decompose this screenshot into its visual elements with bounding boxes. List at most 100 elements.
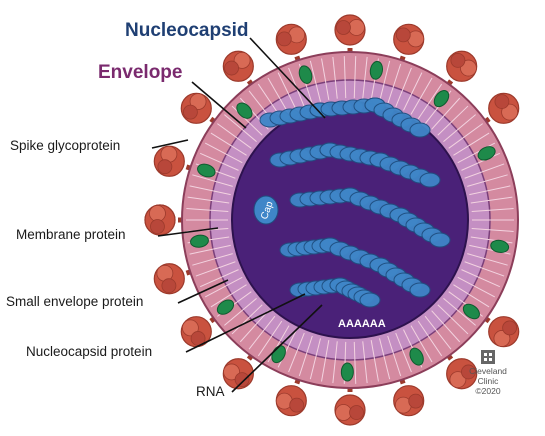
- virus-body: Cap AAAAAA: [181, 51, 519, 389]
- envelope-tick: [248, 315, 276, 350]
- envelope-tick: [410, 325, 433, 363]
- cap-marker: [253, 195, 279, 225]
- membrane-proteins: [190, 60, 510, 382]
- leader-membrane: [157, 227, 219, 237]
- membrane-protein: [298, 65, 313, 84]
- membrane-protein: [477, 146, 496, 161]
- spike-glycoprotein: [153, 145, 185, 177]
- spike-glycoprotein-layer: [144, 14, 520, 426]
- spike-lobe: [395, 27, 411, 43]
- envelope-tick: [362, 341, 368, 384]
- spike-glycoprotein: [446, 358, 478, 390]
- envelope-tick: [192, 253, 233, 266]
- spike-glycoprotein: [153, 263, 185, 295]
- membrane-protein: [409, 347, 424, 366]
- envelope-tick: [470, 196, 513, 204]
- envelope-tick: [379, 338, 391, 380]
- envelope-tick: [298, 335, 313, 377]
- envelope-texture: [186, 56, 514, 384]
- spike-glycoprotein-label: Spike glycoprotein: [10, 138, 121, 153]
- leader-lines: [151, 37, 326, 393]
- nucleocapsid-protein-coil: [419, 172, 441, 188]
- envelope-tick: [379, 60, 391, 102]
- envelope-tick: [410, 77, 433, 115]
- envelope-tick: [343, 56, 347, 99]
- envelope-tick: [471, 208, 514, 212]
- envelope-tick: [370, 340, 379, 382]
- envelope-tick: [431, 310, 461, 343]
- envelope-tick: [189, 185, 231, 196]
- spike-glycoprotein: [393, 385, 425, 417]
- spike-lobe: [181, 319, 199, 337]
- envelope-title: Envelope: [98, 62, 183, 83]
- envelope-tick: [443, 298, 476, 326]
- spike-lobe: [335, 404, 352, 421]
- nucleocapsid-protein-coil: [409, 282, 431, 298]
- spike-lobe: [234, 372, 250, 388]
- membrane-protein: [340, 362, 354, 382]
- spike-lobe: [149, 205, 166, 222]
- leader-nucleocapsid-protein: [185, 293, 306, 353]
- spike-lobe: [450, 52, 466, 68]
- envelope-tick: [186, 208, 229, 212]
- nucleocapsid-protein-coil: [409, 122, 431, 138]
- spike-glycoprotein: [180, 316, 212, 348]
- leader-spike: [151, 139, 189, 149]
- envelope-tick: [395, 67, 412, 108]
- envelope-tick: [395, 332, 412, 373]
- envelope-tick: [403, 72, 423, 111]
- envelope-tick: [362, 56, 368, 99]
- spike-lobe: [408, 393, 424, 409]
- envelope-tick: [332, 341, 338, 384]
- spike-glycoprotein: [275, 385, 307, 417]
- envelope-tick: [464, 163, 505, 179]
- leader-envelope: [191, 81, 247, 129]
- leader-nucleocapsid: [249, 37, 326, 119]
- envelope-tick: [199, 269, 239, 288]
- credit-line-1: Cleveland: [469, 366, 507, 376]
- envelope-tick: [453, 132, 490, 156]
- envelope-tick: [204, 142, 243, 164]
- membrane-protein-label: Membrane protein: [16, 227, 126, 242]
- membrane-protein: [190, 234, 209, 248]
- nucleocapsid-protein-coil: [429, 232, 451, 248]
- spike-glycoprotein: [275, 23, 307, 55]
- spike-lobe: [501, 103, 519, 121]
- envelope-tick: [189, 244, 231, 255]
- envelope-tick: [239, 310, 269, 343]
- envelope-tick: [424, 315, 452, 350]
- spike-glycoprotein: [446, 50, 478, 82]
- spike-glycoprotein: [393, 23, 425, 55]
- spike-glycoprotein: [144, 204, 176, 236]
- envelope-tick: [210, 284, 247, 308]
- membrane-protein: [236, 102, 253, 119]
- spike-lobe: [502, 320, 518, 336]
- rna-label: RNA: [196, 384, 225, 399]
- spike-lobe: [460, 59, 477, 77]
- envelope-tick: [204, 276, 243, 298]
- envelope-tick: [471, 228, 514, 232]
- spike-lobe: [150, 219, 165, 234]
- spike-lobe: [161, 278, 177, 294]
- envelope-tick: [464, 261, 505, 277]
- spike-lobe: [494, 94, 510, 109]
- envelope-tick: [443, 114, 476, 142]
- envelope-tick: [224, 114, 257, 142]
- envelope-tick: [199, 152, 239, 171]
- credit-line-2: Clinic: [477, 376, 499, 386]
- credit-year: ©2020: [475, 386, 501, 396]
- envelope-tick: [217, 123, 252, 149]
- envelope-tick: [224, 298, 257, 326]
- envelope-tick: [387, 63, 402, 105]
- small-envelope-protein-label: Small envelope protein: [6, 294, 144, 309]
- envelope-tick: [277, 72, 297, 111]
- envelope-tick: [288, 332, 305, 373]
- leader-small-envelope: [177, 279, 229, 304]
- spike-lobe: [223, 363, 240, 381]
- spike-lobe: [449, 371, 467, 389]
- envelope-tick: [195, 261, 236, 277]
- envelope-tick: [231, 304, 263, 335]
- envelope-tick: [469, 185, 511, 196]
- leader-rna: [231, 304, 323, 393]
